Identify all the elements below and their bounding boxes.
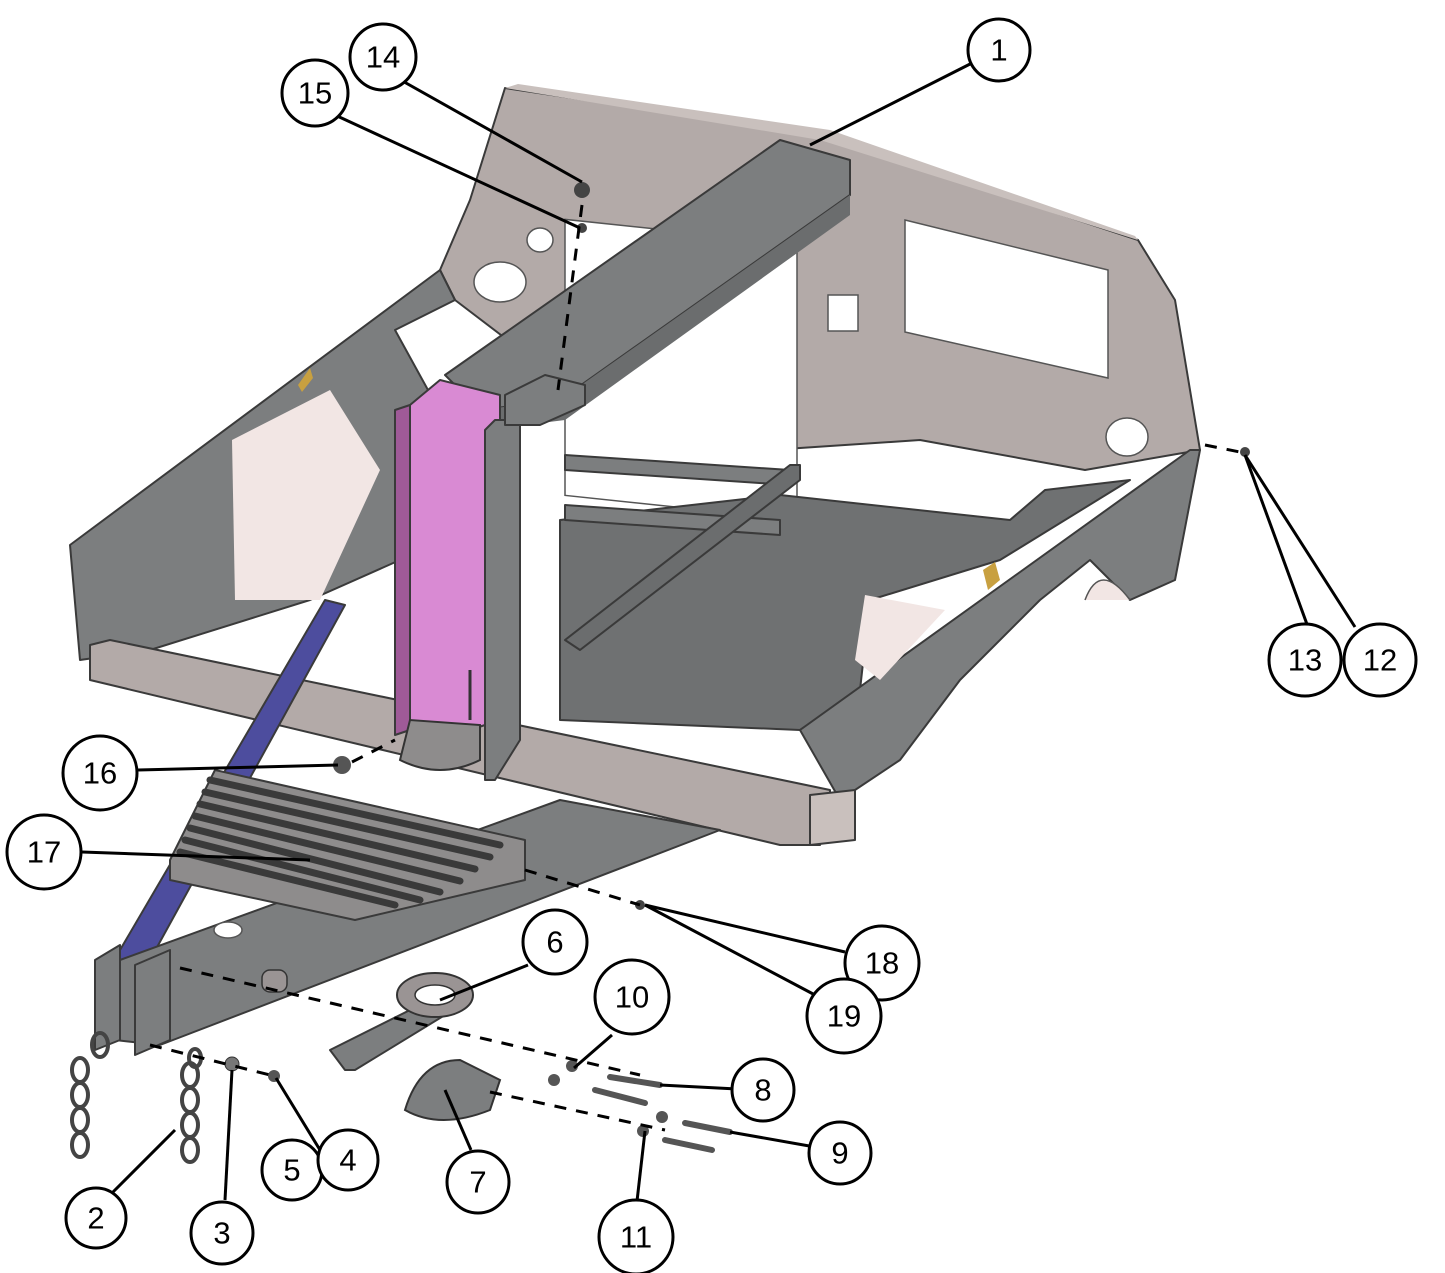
ball-coupler — [403, 1058, 502, 1121]
svg-text:16: 16 — [83, 756, 117, 791]
center-rail — [564, 464, 801, 651]
floor-cross-members — [564, 454, 801, 651]
bracket-14-15 — [504, 374, 586, 426]
callout-14: 14 — [348, 22, 418, 92]
bolts-8-9 — [592, 1074, 733, 1153]
svg-text:6: 6 — [546, 925, 563, 960]
svg-text:17: 17 — [27, 835, 61, 870]
jack-nut-16 — [333, 756, 351, 774]
tongue-nub — [261, 969, 288, 993]
callout-16: 16 — [61, 734, 139, 812]
svg-text:18: 18 — [865, 946, 899, 981]
left-wheel-well — [232, 390, 380, 600]
svg-text:7: 7 — [469, 1165, 486, 1200]
svg-text:12: 12 — [1363, 643, 1397, 678]
callout-13: 13 — [1267, 622, 1343, 698]
callout-12: 12 — [1342, 622, 1418, 698]
jack-base-clamp — [398, 718, 481, 771]
right-wheel-well — [855, 595, 945, 680]
safety-chain-left — [70, 1031, 110, 1159]
svg-text:10: 10 — [615, 980, 649, 1015]
hardware — [70, 182, 1250, 1164]
callout-11: 11 — [597, 1198, 675, 1273]
tongue-hole — [213, 921, 243, 939]
svg-text:11: 11 — [620, 1220, 652, 1255]
svg-text:19: 19 — [827, 999, 861, 1034]
callout-3: 3 — [189, 1200, 255, 1266]
leader-lines — [81, 58, 1357, 1211]
round-hole-right — [1105, 417, 1149, 457]
svg-text:15: 15 — [298, 76, 332, 111]
svg-text:5: 5 — [283, 1153, 300, 1188]
svg-text:14: 14 — [366, 40, 400, 75]
callout-7: 7 — [445, 1149, 511, 1215]
callout-10: 10 — [593, 958, 671, 1036]
callout-6: 6 — [521, 908, 589, 976]
step-plate — [169, 769, 526, 921]
jack-mount-panel — [394, 374, 586, 781]
safety-chain-right — [180, 1047, 203, 1164]
svg-text:9: 9 — [831, 1136, 848, 1171]
svg-text:2: 2 — [87, 1201, 104, 1236]
assembly-lines — [149, 204, 1241, 1132]
svg-text:1: 1 — [990, 33, 1007, 68]
screw-12-13 — [1240, 447, 1250, 457]
callout-4: 4 — [316, 1128, 380, 1192]
jack-mount-side — [394, 404, 411, 736]
nut-11 — [656, 1111, 668, 1123]
svg-text:8: 8 — [754, 1073, 771, 1108]
window-opening-right — [904, 219, 1109, 379]
callout-9: 9 — [807, 1120, 873, 1186]
svg-text:13: 13 — [1288, 643, 1322, 678]
square-hole — [827, 294, 859, 332]
receiver-tube — [809, 789, 856, 846]
callout-15: 15 — [280, 58, 350, 128]
round-hole-small — [526, 227, 554, 253]
round-hole-large — [473, 261, 527, 303]
step-treads — [176, 776, 504, 909]
jack-mount-plate — [484, 419, 521, 781]
bolt-14 — [574, 182, 590, 198]
callout-18: 18 — [843, 924, 921, 1002]
callout-2: 2 — [64, 1186, 128, 1250]
svg-text:3: 3 — [213, 1216, 230, 1251]
callout-5: 5 — [260, 1138, 324, 1202]
reflector-left — [298, 368, 313, 392]
right-fender — [799, 449, 1201, 801]
svg-text:4: 4 — [339, 1143, 356, 1178]
callout-19: 19 — [805, 977, 883, 1055]
washer-3 — [224, 1056, 240, 1072]
callouts: 1 14 15 13 12 16 17 18 19 6 10 8 9 11 7 … — [5, 17, 1418, 1273]
callout-8: 8 — [730, 1057, 796, 1123]
coupler-mount-left — [94, 944, 121, 1051]
coupler-mount-right — [134, 949, 171, 1056]
right-fender-arch — [1084, 579, 1131, 601]
callout-17: 17 — [5, 813, 83, 891]
nut-10b — [548, 1074, 560, 1086]
reflector-right — [983, 562, 1000, 590]
callout-1: 1 — [966, 17, 1032, 83]
